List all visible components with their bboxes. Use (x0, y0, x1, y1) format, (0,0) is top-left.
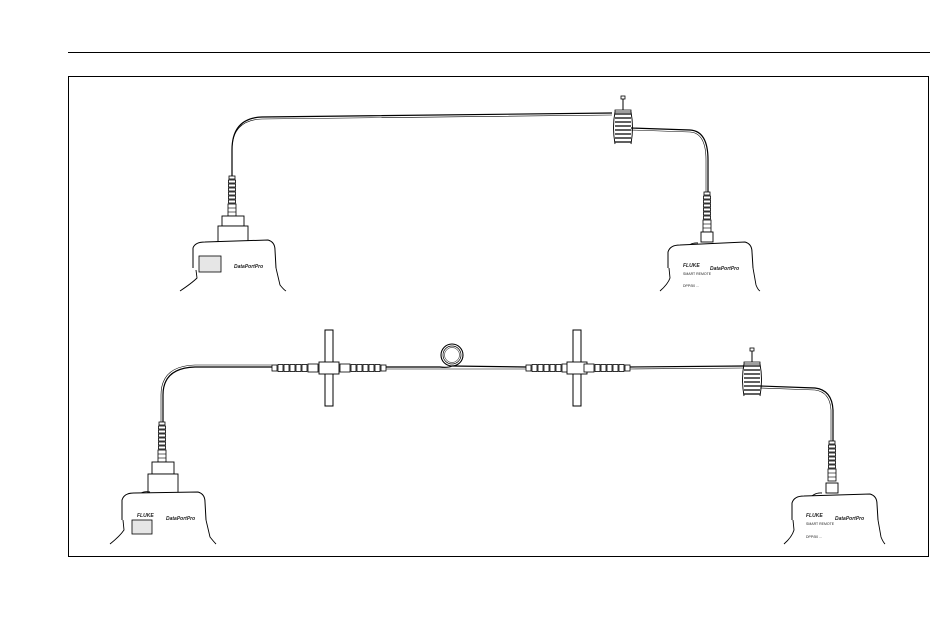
top-main-model-label: DataPortPro (234, 264, 263, 270)
bottom-remote-subtitle: SMART REMOTE (806, 522, 835, 526)
top-main-screen (199, 256, 221, 272)
top-remote-brand: FLUKE (683, 263, 700, 269)
bottom-remote-serial: DPP/50 ... (806, 535, 822, 539)
bottom-main-connector-boot (158, 422, 166, 462)
bulkhead-adapter-1 (319, 330, 339, 406)
bottom-fiber-cable-b (630, 366, 744, 367)
top-remote-tester: FLUKE DataPortPro SMART REMOTE DPP/50 ..… (660, 232, 760, 291)
bulkhead-1-right-connector (340, 364, 386, 372)
top-fiber-cable-a (232, 113, 612, 176)
bottom-main-model-label: DataPortPro (166, 516, 195, 522)
top-setup (228, 96, 711, 232)
bulkhead-2-left-connector (526, 364, 572, 372)
top-remote-connector-boot (703, 192, 711, 232)
top-remote-model-label: DataPortPro (710, 266, 739, 272)
top-fiber-cable-b (631, 128, 708, 192)
bulkhead-1-left-connector (272, 364, 318, 372)
bottom-remote-brand: FLUKE (806, 513, 823, 519)
top-main-connector-boot (228, 176, 236, 216)
bottom-fiber-cable-a (163, 367, 272, 422)
bottom-fiber-link (386, 366, 526, 367)
bottom-main-screen (132, 520, 152, 534)
bulkhead-2-right-connector (584, 364, 630, 372)
bottom-remote-model-label: DataPortPro (835, 516, 864, 522)
bottom-main-tester: FLUKE DataPortPro (110, 462, 216, 544)
bottom-mandrel-wrap (743, 348, 762, 396)
top-mandrel-wrap (614, 96, 633, 144)
bottom-fiber-cable-c (760, 386, 833, 441)
bottom-main-brand: FLUKE (137, 513, 154, 519)
top-remote-serial: DPP/50 ... (683, 284, 699, 288)
bottom-remote-tester: FLUKE DataPortPro SMART REMOTE DPP/50 ..… (784, 483, 885, 544)
top-remote-subtitle: SMART REMOTE (683, 272, 712, 276)
bottom-remote-connector-boot (828, 441, 836, 481)
bottom-setup (158, 330, 836, 481)
fiber-coil (441, 344, 463, 366)
top-main-tester: DataPortPro (180, 216, 286, 291)
